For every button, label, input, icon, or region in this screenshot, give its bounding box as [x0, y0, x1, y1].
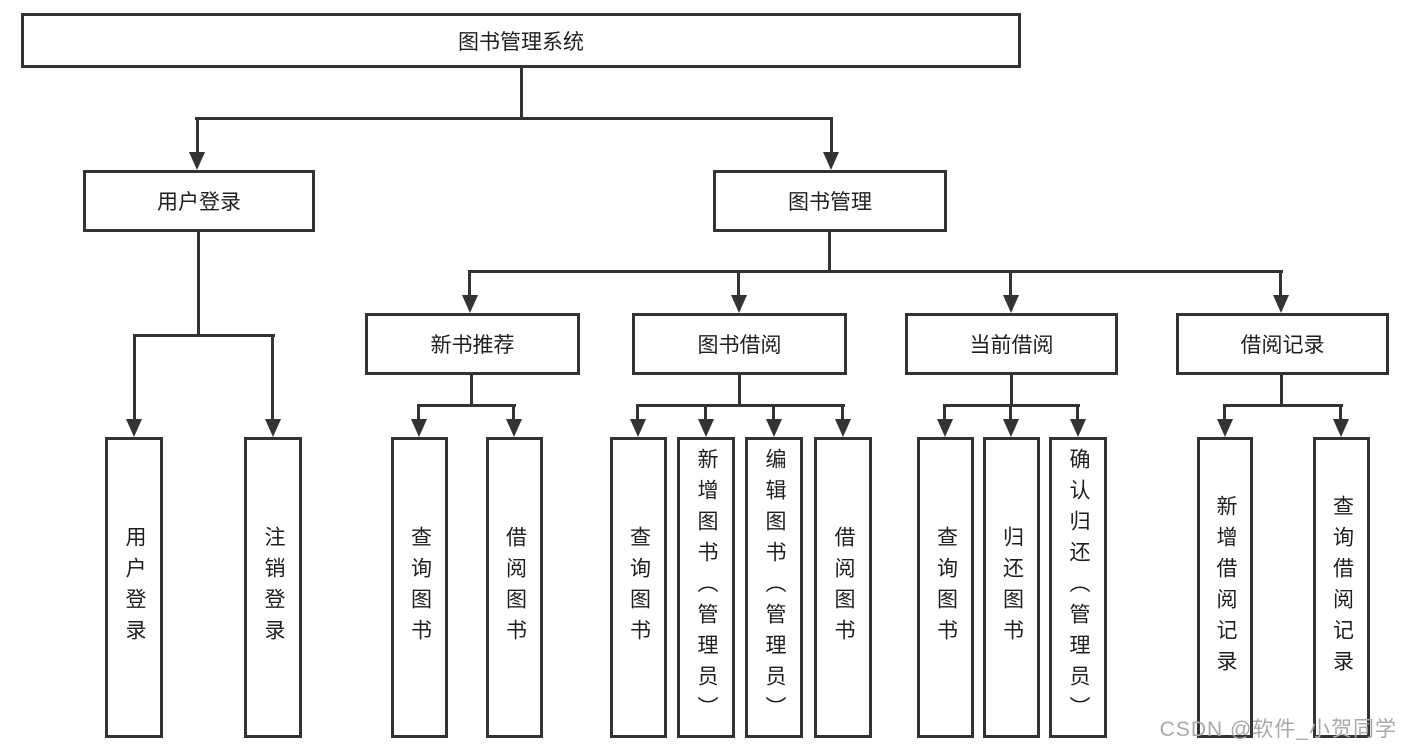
arrowhead-down-icon: [506, 419, 522, 437]
arrowhead-down-icon: [411, 419, 427, 437]
connector-segment: [636, 404, 845, 407]
connector-segment: [271, 334, 274, 420]
connector-segment: [133, 334, 136, 420]
arrowhead-down-icon: [731, 295, 747, 313]
arrowhead-down-icon: [698, 419, 714, 437]
connector-segment: [636, 404, 639, 421]
connector-segment: [470, 375, 473, 406]
connector-segment: [772, 404, 775, 421]
leaf-confirm-return-admin: 确认归还（管理员）: [1049, 437, 1107, 738]
connector-segment: [520, 68, 523, 119]
leaf-logout: 注销登录: [244, 437, 302, 738]
connector-segment: [417, 404, 420, 421]
arrowhead-down-icon: [766, 419, 782, 437]
arrowhead-down-icon: [835, 419, 851, 437]
arrowhead-down-icon: [1217, 419, 1233, 437]
arrowhead-down-icon: [1070, 419, 1086, 437]
arrowhead-down-icon: [462, 295, 478, 313]
connector-segment: [196, 117, 199, 154]
connector-segment: [1223, 404, 1226, 421]
connector-segment: [1009, 404, 1012, 421]
node-book-borrow: 图书借阅: [632, 313, 847, 375]
connector-segment: [1280, 375, 1283, 406]
connector-segment: [1339, 404, 1342, 421]
connector-segment: [737, 270, 740, 298]
connector-segment: [704, 404, 707, 421]
leaf-query-books-current: 查询图书: [917, 437, 974, 738]
leaf-return-books: 归还图书: [983, 437, 1040, 738]
connector-segment: [1223, 404, 1343, 407]
connector-segment: [512, 404, 515, 421]
arrowhead-down-icon: [1003, 295, 1019, 313]
connector-segment: [1009, 270, 1012, 298]
node-current-borrow: 当前借阅: [905, 313, 1118, 375]
connector-segment: [738, 375, 741, 406]
arrowhead-down-icon: [265, 419, 281, 437]
arrowhead-down-icon: [1003, 419, 1019, 437]
connector-segment: [195, 117, 832, 120]
connector-segment: [1279, 270, 1282, 298]
connector-segment: [197, 232, 200, 336]
csdn-watermark: CSDN @软件_小贺同学: [1159, 718, 1397, 741]
arrowhead-down-icon: [1273, 295, 1289, 313]
node-user-login: 用户登录: [83, 170, 315, 232]
connector-segment: [1010, 375, 1013, 406]
leaf-add-borrow-record: 新增借阅记录: [1197, 437, 1253, 738]
connector-segment: [468, 270, 1283, 273]
node-library-management-system: 图书管理系统: [21, 13, 1021, 68]
node-new-book-recommend: 新书推荐: [365, 313, 580, 375]
arrowhead-down-icon: [126, 419, 142, 437]
leaf-query-borrow-record: 查询借阅记录: [1313, 437, 1370, 738]
arrowhead-down-icon: [937, 419, 953, 437]
node-borrow-records: 借阅记录: [1176, 313, 1389, 375]
connector-segment: [1076, 404, 1079, 421]
arrowhead-down-icon: [1333, 419, 1349, 437]
connector-segment: [133, 334, 275, 337]
connector-segment: [417, 404, 516, 407]
arrowhead-down-icon: [823, 152, 839, 170]
leaf-query-books-recommend: 查询图书: [391, 437, 448, 738]
leaf-borrow-books: 借阅图书: [814, 437, 872, 738]
leaf-user-login: 用户登录: [105, 437, 163, 738]
connector-segment: [841, 404, 844, 421]
arrowhead-down-icon: [189, 152, 205, 170]
node-book-management: 图书管理: [713, 170, 947, 232]
leaf-edit-book-admin: 编辑图书（管理员）: [745, 437, 803, 738]
leaf-borrow-books-recommend: 借阅图书: [486, 437, 543, 738]
connector-segment: [830, 117, 833, 154]
arrowhead-down-icon: [630, 419, 646, 437]
connector-segment: [828, 232, 831, 272]
connector-segment: [943, 404, 946, 421]
connector-segment: [468, 270, 471, 298]
leaf-query-books-borrow: 查询图书: [610, 437, 667, 738]
leaf-add-book-admin: 新增图书（管理员）: [677, 437, 735, 738]
